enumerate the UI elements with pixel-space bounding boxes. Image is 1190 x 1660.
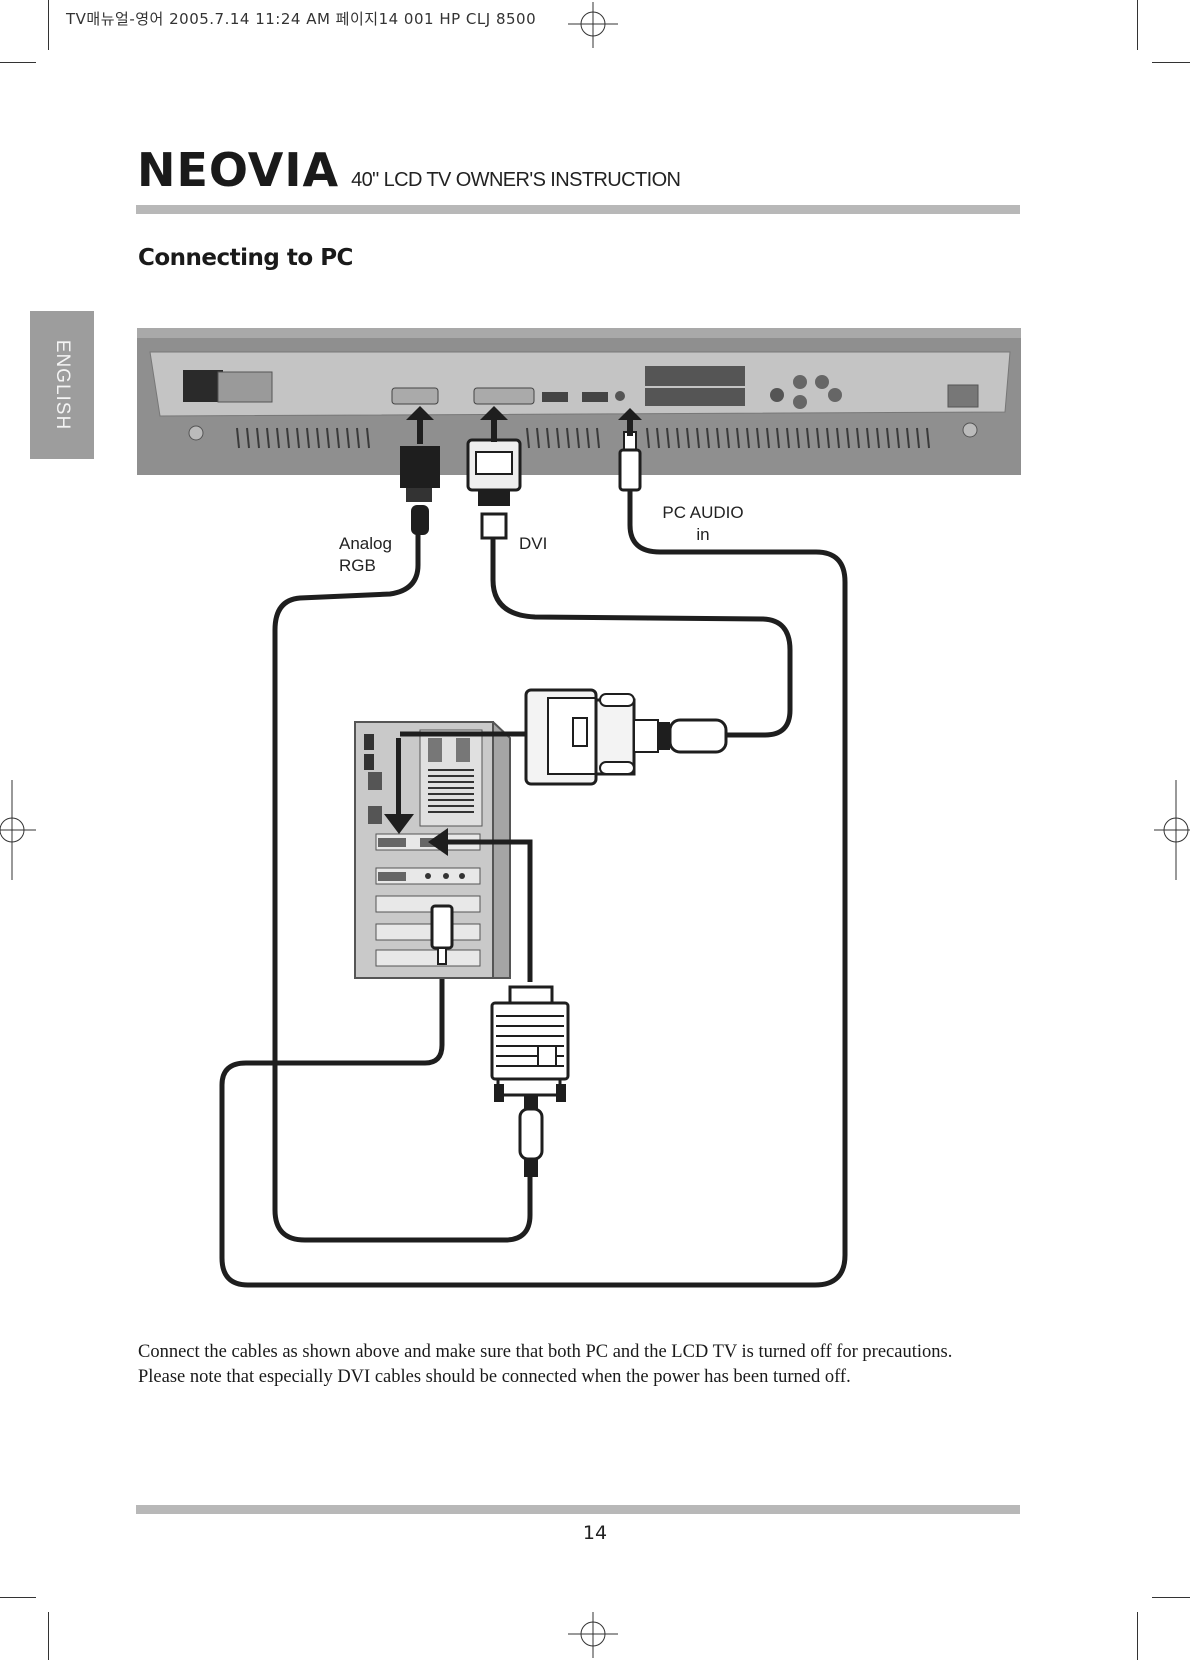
label-analog-rgb: Analog RGB (339, 533, 392, 577)
dvi-plug-pc (524, 688, 728, 786)
footer-rule (136, 1505, 1020, 1514)
vga-plug-pc (490, 985, 570, 1177)
audio-jack (615, 391, 625, 401)
crop-mark (1152, 1597, 1190, 1598)
vga-port (391, 387, 439, 405)
tv-rear-panel (137, 328, 1021, 475)
pc-tower (354, 721, 511, 979)
audio-plug-tv (618, 431, 642, 492)
section-title: Connecting to PC (138, 245, 353, 271)
label-pc-audio: PC AUDIO in (660, 502, 746, 546)
crop-mark (1152, 62, 1190, 63)
instructions-text: Connect the cables as shown above and ma… (138, 1340, 1028, 1390)
page-number: 14 (582, 1522, 608, 1544)
brand-logo: NEOVIA (137, 143, 340, 197)
registration-mark (568, 1612, 618, 1658)
vga-plug-tv (400, 446, 440, 535)
label-pc-audio-line1: PC AUDIO (662, 503, 744, 522)
registration-mark (0, 780, 36, 880)
crop-mark (48, 1612, 49, 1660)
arrows-up (406, 406, 642, 444)
crop-mark (1137, 0, 1138, 50)
arrows-pc (384, 731, 533, 982)
dvi-port (473, 387, 535, 405)
power-socket (183, 370, 223, 402)
label-analog-rgb-line1: Analog (339, 534, 392, 553)
label-analog-rgb-line2: RGB (339, 556, 376, 575)
instructions-line-2: Please note that especially DVI cables s… (138, 1367, 851, 1387)
language-tab: ENGLISH (30, 311, 94, 459)
page-header: NEOVIA 40" LCD TV OWNER'S INSTRUCTION (137, 143, 681, 197)
label-dvi: DVI (519, 534, 548, 553)
crop-mark (1137, 1612, 1138, 1660)
manual-subtitle: 40" LCD TV OWNER'S INSTRUCTION (351, 169, 681, 191)
header-rule (136, 205, 1020, 214)
dvi-plug-tv (466, 438, 522, 540)
label-pc-audio-line2: in (696, 525, 710, 544)
instructions-line-1: Connect the cables as shown above and ma… (138, 1342, 953, 1362)
cables (219, 487, 848, 1288)
audio-plug-pc (430, 904, 454, 965)
registration-mark (1154, 780, 1190, 880)
crop-mark (0, 62, 36, 63)
crop-mark (0, 1597, 36, 1598)
crop-mark (48, 0, 49, 50)
connection-diagram (137, 328, 1021, 1288)
registration-mark (568, 2, 618, 48)
print-header: TV매뉴얼-영어 2005.7.14 11:24 AM 페이지14 001 HP… (66, 10, 537, 28)
